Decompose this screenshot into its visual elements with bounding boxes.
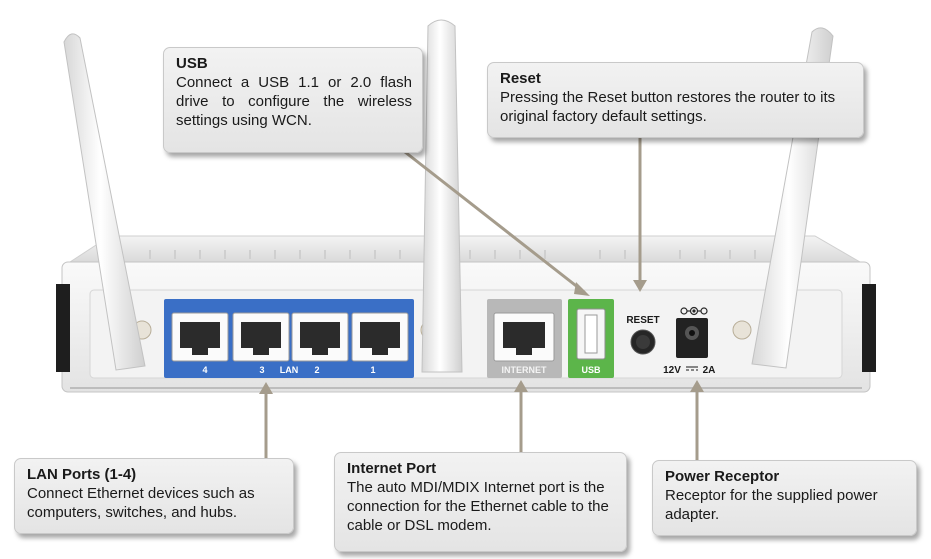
- lan-callout: LAN Ports (1-4) Connect Ethernet devices…: [14, 458, 294, 534]
- reset-label: RESET: [626, 315, 659, 326]
- lan-port-4-label: 4: [202, 365, 207, 375]
- internet-port-panel: INTERNET: [487, 299, 562, 378]
- lan-port-panel: 4 3 LAN 2 1: [164, 299, 414, 378]
- usb-leader: [403, 150, 586, 294]
- lan-port-2[interactable]: [291, 312, 349, 362]
- lan-port-1-label: 1: [370, 365, 375, 375]
- lan-label: LAN: [280, 365, 299, 375]
- reset-callout: Reset Pressing the Reset button restores…: [487, 62, 864, 138]
- dc-symbol-icon: [686, 366, 698, 371]
- power-callout-description: Receptor for the supplied power adapter.: [665, 487, 878, 523]
- lan-port-1[interactable]: [351, 312, 409, 362]
- reset-callout-description: Pressing the Reset button restores the r…: [500, 89, 836, 125]
- leader-lines: [264, 136, 699, 462]
- usb-callout-title: USB: [176, 55, 208, 72]
- usb-port-panel: USB: [568, 299, 614, 378]
- lan-callout-description: Connect Ethernet devices such as compute…: [27, 485, 255, 521]
- internet-label: INTERNET: [502, 365, 548, 375]
- power-rating-left: 12V: [663, 365, 681, 376]
- usb-callout: USB Connect a USB 1.1 or 2.0 flash drive…: [163, 47, 423, 153]
- usb-port[interactable]: [576, 308, 606, 360]
- internet-callout-description: The auto MDI/MDIX Internet port is the c…: [347, 479, 609, 534]
- usb-label: USB: [581, 365, 601, 375]
- polarity-icon: [680, 306, 708, 316]
- usb-callout-description: Connect a USB 1.1 or 2.0 flash drive to …: [176, 74, 412, 129]
- antenna-center: [421, 19, 463, 373]
- reset-area: RESET: [626, 315, 660, 355]
- reset-callout-title: Reset: [500, 70, 541, 87]
- power-callout: Power Receptor Receptor for the supplied…: [652, 460, 917, 536]
- internet-callout-title: Internet Port: [347, 460, 437, 477]
- lan-port-4[interactable]: [171, 312, 229, 362]
- lan-port-3-label: 3: [259, 365, 264, 375]
- power-jack[interactable]: [676, 318, 708, 358]
- power-callout-title: Power Receptor: [665, 468, 780, 485]
- internet-callout: Internet Port The auto MDI/MDIX Internet…: [334, 452, 627, 552]
- lan-port-3[interactable]: [232, 312, 290, 362]
- internet-port[interactable]: [493, 312, 555, 362]
- router-top: [68, 235, 862, 263]
- antenna-left: [63, 33, 146, 371]
- leader-arrowheads: [259, 280, 704, 394]
- power-rating-right: 2A: [703, 365, 716, 376]
- power-area: 12V 2A: [663, 306, 716, 376]
- lan-callout-title: LAN Ports (1-4): [27, 466, 137, 483]
- lan-port-2-label: 2: [314, 365, 319, 375]
